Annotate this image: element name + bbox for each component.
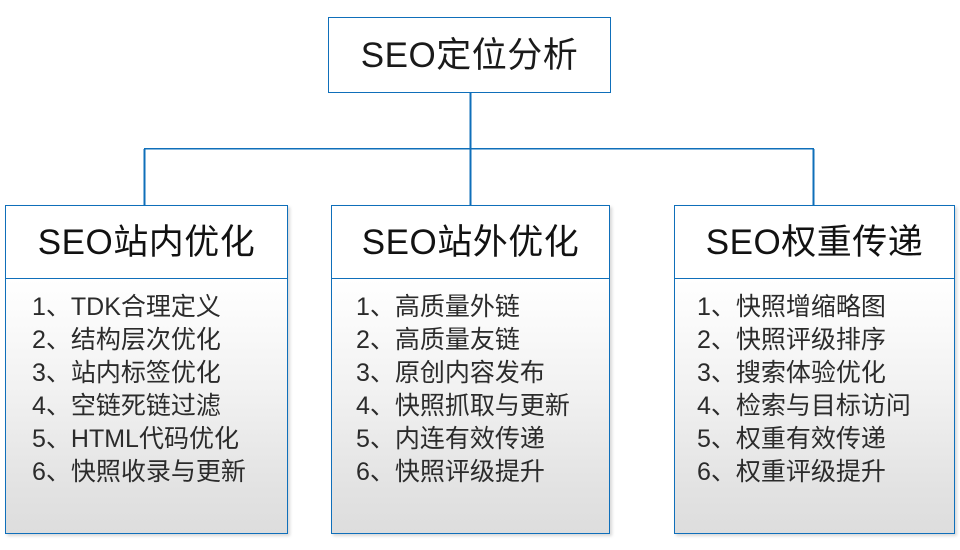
list-item: 6、快照评级提升 [356,458,545,486]
list-item: 3、站内标签优化 [32,359,221,387]
list-item: 2、高质量友链 [356,326,520,354]
list-item: 1、TDK合理定义 [32,293,221,321]
list-item: 3、原创内容发布 [356,359,545,387]
list-item: 5、权重有效传递 [697,425,886,453]
branch-node-1[interactable]: SEO站内优化 1、TDK合理定义 2、结构层次优化 3、站内标签优化 4、空链… [5,205,288,534]
list-item: 3、搜索体验优化 [697,359,886,387]
list-item: 2、结构层次优化 [32,326,221,354]
branch-2-body: 1、高质量外链 2、高质量友链 3、原创内容发布 4、快照抓取与更新 5、内连有… [332,279,609,533]
branch-3-title: SEO权重传递 [705,222,924,262]
branch-3-list: 1、快照增缩略图 2、快照评级排序 3、搜索体验优化 4、检索与目标访问 5、权… [675,291,911,489]
list-item: 5、HTML代码优化 [32,425,239,453]
list-item: 1、高质量外链 [356,293,520,321]
branch-2-header[interactable]: SEO站外优化 [332,206,609,279]
list-item: 4、空链死链过滤 [32,392,221,420]
list-item: 6、权重评级提升 [697,458,886,486]
branch-3-body: 1、快照增缩略图 2、快照评级排序 3、搜索体验优化 4、检索与目标访问 5、权… [675,279,954,533]
branch-2-title: SEO站外优化 [361,222,580,262]
branch-1-title: SEO站内优化 [37,222,256,262]
branch-3-header[interactable]: SEO权重传递 [675,206,954,279]
list-item: 6、快照收录与更新 [32,458,246,486]
list-item: 5、内连有效传递 [356,425,545,453]
root-node-title: SEO定位分析 [360,35,579,75]
list-item: 1、快照增缩略图 [697,293,886,321]
list-item: 4、快照抓取与更新 [356,392,570,420]
branch-1-list: 1、TDK合理定义 2、结构层次优化 3、站内标签优化 4、空链死链过滤 5、H… [6,291,246,489]
branch-node-3[interactable]: SEO权重传递 1、快照增缩略图 2、快照评级排序 3、搜索体验优化 4、检索与… [674,205,955,534]
root-node[interactable]: SEO定位分析 [328,17,611,93]
branch-1-body: 1、TDK合理定义 2、结构层次优化 3、站内标签优化 4、空链死链过滤 5、H… [6,279,287,533]
list-item: 2、快照评级排序 [697,326,886,354]
branch-1-header[interactable]: SEO站内优化 [6,206,287,279]
branch-node-2[interactable]: SEO站外优化 1、高质量外链 2、高质量友链 3、原创内容发布 4、快照抓取与… [331,205,610,534]
list-item: 4、检索与目标访问 [697,392,911,420]
branch-2-list: 1、高质量外链 2、高质量友链 3、原创内容发布 4、快照抓取与更新 5、内连有… [332,291,570,489]
